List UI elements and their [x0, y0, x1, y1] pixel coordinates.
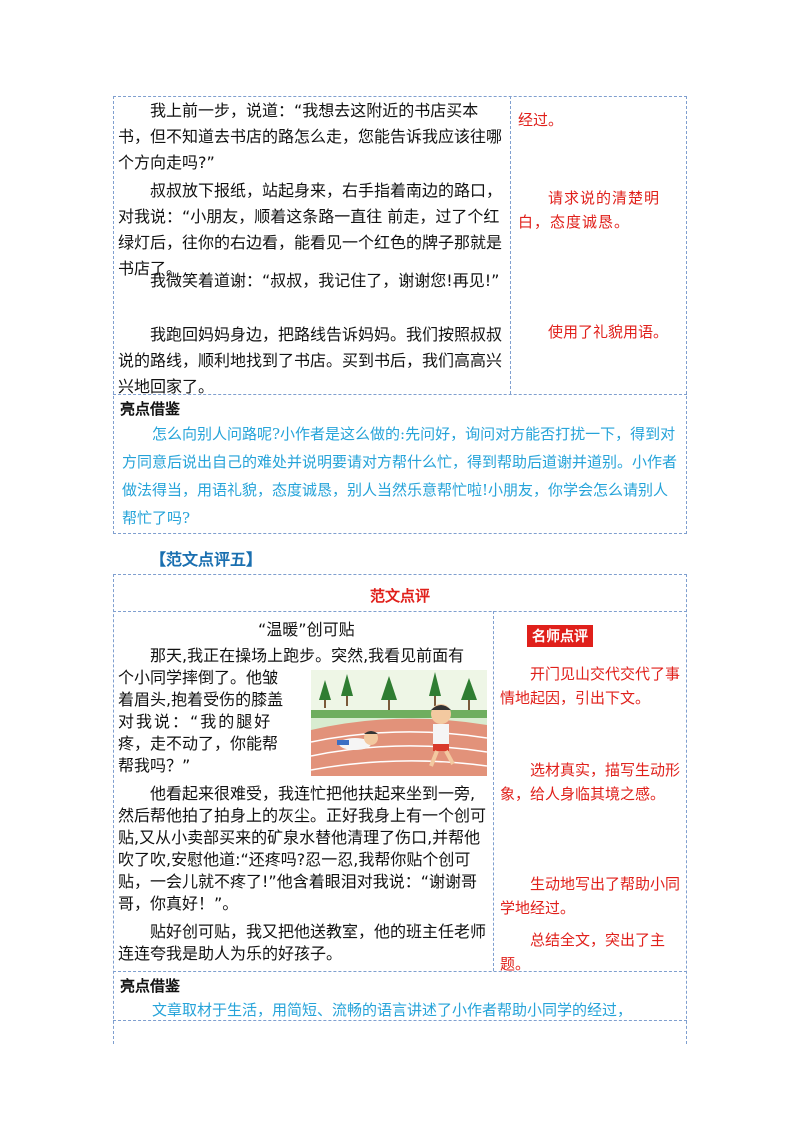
running-track-illustration [311, 670, 487, 776]
highlight-text: 文章取材于生活，用简短、流畅的语言讲述了小作者帮助小同学的经过， [152, 1001, 633, 1019]
table-header: 范文点评 [369, 587, 430, 605]
section-title: 【范文点评五】 [150, 550, 263, 569]
bottom-underline [113, 1020, 687, 1021]
para1-line: 疼，走不动了，你能帮 [118, 734, 279, 753]
bottom-table-divider [493, 611, 494, 971]
highlight-label: 亮点借鉴 [120, 977, 181, 995]
highlight-text: 怎么向别人问路呢?小作者是这么做的:先问好，询问对方能否打扰一下，得到对方同意后… [122, 425, 678, 527]
essay-review-table [113, 574, 687, 1044]
para1-line: 那天,我正在操场上跑步。突然,我看见前面有 [150, 646, 465, 665]
teacher-comment: 使用了礼貌用语。 [548, 323, 669, 341]
teacher-comment: 经过。 [518, 111, 564, 129]
para1-line: 帮我吗？” [118, 756, 191, 775]
story-paragraph: 我微笑着道谢：“叔叔，我记住了，谢谢您!再见!” [150, 271, 500, 290]
para1-line: 对我说：“我的腿好 [118, 712, 273, 731]
para1-line: 个小同学摔倒了。他皱 [118, 668, 279, 687]
teacher-comment: 开门见山交代交代了事情地起因，引出下文。 [500, 665, 681, 707]
teacher-comment: 总结全文，突出了主题。 [500, 931, 666, 973]
story-paragraph: 他看起来很难受，我连忙把他扶起来坐到一旁,然后帮他拍了拍身上的灰尘。正好我身上有… [118, 784, 487, 913]
article-title: “温暖”创可贴 [258, 620, 355, 639]
teacher-comment: 请求说的清楚明白，态度诚恳。 [518, 189, 661, 231]
teacher-comment: 选材真实，描写生动形象，给人身临其境之感。 [500, 761, 681, 803]
para1-line: 着眉头,抱着受伤的膝盖 [118, 690, 284, 709]
top-table-divider [510, 96, 511, 394]
story-paragraph: 我跑回妈妈身边，把路线告诉妈妈。我们按照叔叔说的路线，顺利地找到了书店。买到书后… [118, 325, 503, 396]
story-paragraph: 我上前一步，说道：“我想去这附近的书店买本书，但不知道去书店的路怎么走，您能告诉… [118, 101, 503, 172]
teacher-comment: 生动地写出了帮助小同学地经过。 [500, 875, 681, 917]
header-row-divider [113, 611, 687, 612]
top-table-row-divider [113, 394, 687, 395]
highlight-label: 亮点借鉴 [120, 400, 181, 418]
story-paragraph: 叔叔放下报纸，站起身来，右手指着南边的路口，对我说：“小朋友，顺着这条路一直往 … [118, 181, 503, 278]
teacher-review-badge: 名师点评 [527, 625, 593, 647]
top-story-table [113, 96, 687, 534]
story-paragraph: 贴好创可贴，我又把他送教室，他的班主任老师连连夸我是助人为乐的好孩子。 [118, 922, 487, 963]
story-paragraph-1: 那天,我正在操场上跑步。突然,我看见前面有 个小同学摔倒了。他皱 着眉头,抱着受… [118, 645, 488, 777]
bottom-row-divider [113, 971, 687, 972]
